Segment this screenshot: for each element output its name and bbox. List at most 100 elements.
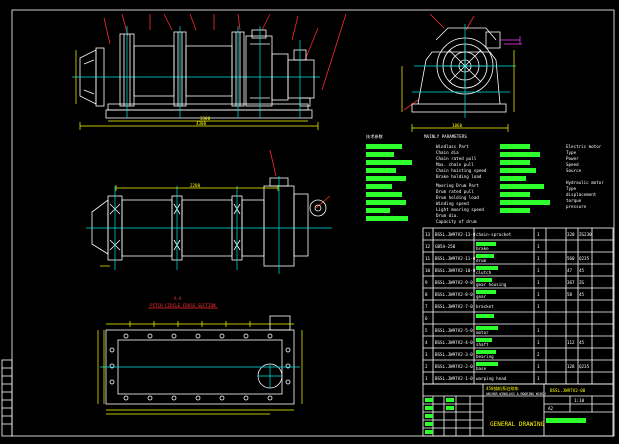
- param-label: Drum holding load: [436, 195, 479, 200]
- bom-cell-no: 2: [425, 364, 428, 369]
- param-label: Type: [566, 150, 577, 155]
- bom-cell-no: 8: [425, 292, 428, 297]
- bom-cell-code: BSSL.JW97V2-5-0: [435, 328, 473, 333]
- bom-cell-weight: 112: [567, 340, 575, 345]
- params-labels-right: Electric motor Type Power Speed Source H…: [566, 144, 604, 209]
- gearbox-front: [245, 29, 315, 107]
- bom-cell-qty: 1: [537, 292, 540, 297]
- bom-cell-code: BSSL.JW97V2-2-0: [435, 364, 473, 369]
- bom-cell-weight: 58: [567, 292, 573, 297]
- bom-cell-qty: 1: [537, 340, 540, 345]
- bom-cell-qty: 1: [537, 328, 540, 333]
- param-label: Mooring Drum Part: [436, 183, 479, 188]
- bom-cell-no: 9: [425, 280, 428, 285]
- top-view: 2200: [86, 149, 332, 274]
- left-margin-cells: [2, 367, 12, 425]
- bom-cell-name: shaft: [476, 342, 489, 347]
- params-value-bars-mid: [500, 144, 550, 213]
- bom-cell-code: BSSL.JW97V2-9-0: [435, 280, 473, 285]
- bom-name-highlights: [476, 242, 498, 366]
- title-block: 450锚机系泊绞车 ANCHOR WINDLASS & MOORING WINC…: [422, 383, 614, 437]
- bom-cell-qty: 1: [537, 268, 540, 273]
- bom-cell-code: BSSL.JW97V2-10-0: [435, 268, 476, 273]
- side-view: 1060: [401, 13, 522, 132]
- drawing-type: GENERAL DRAWING: [490, 421, 545, 428]
- bom-cell-code: BSSL.JW97V2-3-0: [435, 352, 473, 357]
- bom-cell-name: gear: [476, 294, 487, 299]
- param-label: Brake holding load: [436, 174, 482, 179]
- bom-cell-mat: ZG: [579, 280, 585, 285]
- params-value-bars-left: [366, 144, 412, 221]
- bom-cell-name: brake: [476, 246, 489, 251]
- bom-cell-no: 13: [425, 232, 431, 237]
- approval-boxes: [425, 398, 586, 434]
- bom-cell-name: bearing: [476, 354, 494, 359]
- bom-cell-code: BSSL.JW97V2-11-0: [435, 256, 476, 261]
- param-label: pressure: [566, 204, 587, 209]
- bom-cell-no: 6: [425, 316, 428, 321]
- foundation-bolt-holes: [109, 333, 291, 401]
- param-label: Power: [566, 156, 579, 161]
- bom-table-rows: [423, 239, 613, 373]
- drum-1: [119, 31, 187, 107]
- param-label: Max. chain pull: [436, 162, 474, 167]
- bom-cell-weight: 320: [567, 232, 575, 237]
- bom-cell-no: 5: [425, 328, 428, 333]
- bom-cell-mat: Q235: [579, 364, 590, 369]
- bom-cell-name: warping head: [476, 376, 507, 381]
- bom-cell-qty: 1: [537, 304, 540, 309]
- bom-cell-weight: 560: [567, 256, 575, 261]
- bom-cell-mat: ZG230: [579, 232, 592, 237]
- bom-cell-no: 10: [425, 268, 431, 273]
- params-header-en: MAINLY PARAMETERS: [424, 134, 467, 139]
- param-label: Winding speed: [436, 201, 469, 206]
- front-centerlines: [126, 26, 301, 118]
- bom-cell-qty: 2: [537, 352, 540, 357]
- bom-cell-name: clutch: [476, 270, 492, 275]
- bom-cell-weight: 128: [567, 364, 575, 369]
- bom-cell-name: base: [476, 366, 487, 371]
- front-view: 4300 3300: [72, 13, 347, 130]
- param-label: Chain rated pull: [436, 156, 477, 161]
- sheet-border: [11, 9, 615, 437]
- bom-cell-qty: 1: [537, 280, 540, 285]
- bom-cell-no: 11: [425, 256, 431, 261]
- scale-value: 1:10: [574, 398, 585, 403]
- bom-cell-weight: 47: [567, 268, 573, 273]
- parameters-panel: 技术参数 MAINLY PARAMETERS Windlass Part Cha…: [366, 133, 604, 224]
- param-label: Windlass Part: [436, 144, 469, 149]
- bom-cell-no: 3: [425, 352, 428, 357]
- bom-cell-mat: 45: [579, 268, 585, 273]
- bom-cell-code: BSSL.JW97V2-1-0: [435, 376, 473, 381]
- bom-table-columns: [432, 228, 593, 384]
- title-en: ANCHOR WINDLASS & MOORING WINCH: [486, 392, 546, 396]
- param-label: Speed: [566, 162, 579, 167]
- bom-cell-no: 4: [425, 340, 428, 345]
- bom-cell-qty: 1: [537, 376, 540, 381]
- bom-cell-name: chain-sprocket: [476, 232, 512, 237]
- svg-text:2200: 2200: [190, 183, 201, 188]
- bom-cell-weight: 367: [567, 280, 575, 285]
- param-label: Source: [566, 168, 582, 173]
- params-header-cn: 技术参数: [366, 133, 384, 140]
- param-label: Chain hoisting speed: [436, 168, 487, 173]
- param-label: Hydraulic motor: [566, 180, 604, 185]
- svg-text:4300: 4300: [196, 121, 207, 126]
- bom-cell-code: BSSL.JW97V2-8-0: [435, 292, 473, 297]
- front-dimensions: [75, 50, 319, 130]
- bom-cell-no: 12: [425, 244, 431, 249]
- bom-cell-name: motor: [476, 330, 489, 335]
- front-view-leaders: [103, 13, 347, 91]
- param-label: Capacity of drum: [436, 219, 477, 224]
- bom-cell-qty: 1: [537, 244, 540, 249]
- param-label: Drum rated pull: [436, 189, 474, 194]
- svg-text:3300: 3300: [200, 116, 211, 121]
- drum-2: [185, 31, 245, 107]
- param-label: torque: [566, 198, 582, 203]
- sheet-size: A2: [548, 406, 554, 411]
- bom-cell-name: bracket: [476, 304, 494, 309]
- foundation-plan: [97, 315, 303, 415]
- bom-cell-qty: 1: [537, 232, 540, 237]
- bom-cell-mat: Q235: [579, 256, 590, 261]
